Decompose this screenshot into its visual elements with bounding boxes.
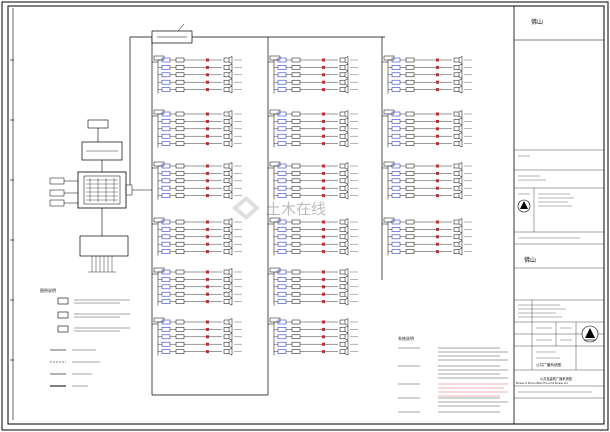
- notes-header: 系统说明: [398, 335, 414, 341]
- inner-frame: [7, 5, 605, 425]
- drawing-title: 公共广播系统图: [536, 362, 562, 367]
- zone-group: [382, 217, 472, 256]
- tuner-unit: [151, 23, 193, 44]
- emblem-top: [517, 199, 531, 213]
- company-cn: 公共及建筑广播系统图: [540, 376, 572, 381]
- notes: 系统说明: [398, 335, 508, 413]
- zone-group: [268, 267, 358, 306]
- mic-unit: [87, 119, 109, 142]
- terminal-box: [79, 208, 129, 273]
- zone-group: [268, 55, 358, 94]
- zone-group: [382, 55, 472, 94]
- zone-group: [268, 317, 358, 356]
- zone-group: [152, 267, 242, 306]
- zone-group: [152, 317, 242, 356]
- rack-inputs: [49, 177, 78, 207]
- legend: 图例说明: [40, 287, 130, 387]
- watermark: 土木在线: [232, 196, 326, 220]
- title-block: 佛山 佛山: [513, 6, 604, 424]
- zone-group: [152, 55, 242, 94]
- zone-group: [268, 109, 358, 148]
- company-en: Bureau of Police Affairs Fire Local Bure…: [516, 382, 568, 385]
- zone-group: [382, 109, 472, 148]
- zone-group: [152, 109, 242, 148]
- zone-group: [268, 161, 358, 200]
- emblem-bottom: [581, 325, 599, 343]
- legend-header: 图例说明: [40, 287, 56, 293]
- zone-group: [152, 217, 242, 256]
- zone-groups: [152, 55, 472, 356]
- equipment-rack: [77, 171, 133, 209]
- zone-group: [152, 161, 242, 200]
- project-name-mid: 佛山: [524, 256, 536, 264]
- control-host: [81, 141, 123, 172]
- zone-group: [268, 217, 358, 256]
- zone-group: [382, 161, 472, 200]
- svg-text:土木在线: 土木在线: [266, 200, 326, 218]
- margin-ruler: [10, 8, 14, 420]
- project-name-top: 佛山: [531, 18, 543, 26]
